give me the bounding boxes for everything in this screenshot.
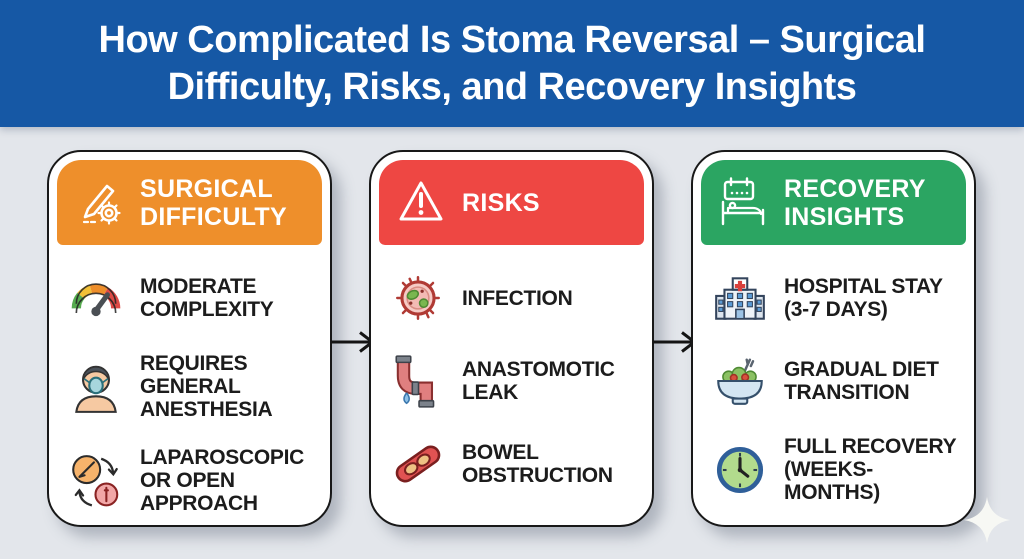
item-label: HOSPITAL STAY (3-7 DAYS)	[784, 275, 943, 321]
bowel-obstruction-icon	[389, 435, 447, 493]
list-item: ANASTOMOTIC LEAK	[389, 352, 638, 410]
card-title: SURGICAL DIFFICULTY	[140, 174, 287, 231]
item-label: FULL RECOVERY (WEEKS-MONTHS)	[784, 435, 956, 504]
list-item: REQUIRES GENERAL ANESTHESIA	[67, 352, 316, 421]
approach-cycle-icon	[67, 452, 125, 510]
salad-icon	[711, 352, 769, 410]
list-item: BOWEL OBSTRUCTION	[389, 435, 638, 493]
card-title: RISKS	[462, 188, 540, 217]
list-item: INFECTION	[389, 269, 638, 327]
item-label: MODERATE COMPLEXITY	[140, 275, 274, 321]
gauge-icon	[67, 269, 125, 327]
hospital-icon	[711, 269, 769, 327]
card-header: RISKS	[379, 160, 644, 245]
card-header: RECOVERY INSIGHTS	[701, 160, 966, 245]
item-label: REQUIRES GENERAL ANESTHESIA	[140, 352, 273, 421]
page-title-line1: How Complicated Is Stoma Reversal – Surg…	[98, 18, 926, 61]
page-title-line2: Difficulty, Risks, and Recovery Insights	[167, 65, 857, 108]
sparkle-icon	[964, 497, 1010, 543]
list-item: GRADUAL DIET TRANSITION	[711, 352, 960, 410]
anesthesia-mask-icon	[67, 358, 125, 416]
item-label: BOWEL OBSTRUCTION	[462, 441, 613, 487]
page-title: How Complicated Is Stoma Reversal – Surg…	[99, 17, 926, 111]
list-item: FULL RECOVERY (WEEKS-MONTHS)	[711, 435, 960, 504]
card-body: INFECTION ANASTOMOTIC LEAK	[379, 245, 644, 503]
list-item: HOSPITAL STAY (3-7 DAYS)	[711, 269, 960, 327]
title-banner: How Complicated Is Stoma Reversal – Surg…	[0, 0, 1024, 127]
item-label: GRADUAL DIET TRANSITION	[784, 358, 939, 404]
clock-icon	[711, 441, 769, 499]
card-risks: RISKS	[369, 150, 654, 527]
pipe-leak-icon	[389, 352, 447, 410]
item-label: LAPAROSCOPIC OR OPEN APPROACH	[140, 446, 305, 515]
list-item: LAPAROSCOPIC OR OPEN APPROACH	[67, 446, 316, 515]
scalpel-gear-icon	[71, 175, 127, 231]
item-label: ANASTOMOTIC LEAK	[462, 358, 615, 404]
list-item: MODERATE COMPLEXITY	[67, 269, 316, 327]
card-recovery-insights: RECOVERY INSIGHTS	[691, 150, 976, 527]
card-surgical-difficulty: SURGICAL DIFFICULTY MODERATE CO	[47, 150, 332, 527]
card-body: HOSPITAL STAY (3-7 DAYS) GRADUAL D	[701, 245, 966, 514]
calendar-bed-icon	[715, 175, 771, 231]
card-body: MODERATE COMPLEXITY REQUIRES GENERAL ANE…	[57, 245, 322, 525]
warning-triangle-icon	[393, 175, 449, 231]
germ-icon	[389, 269, 447, 327]
item-label: INFECTION	[462, 286, 573, 310]
card-title: RECOVERY INSIGHTS	[784, 174, 926, 231]
card-header: SURGICAL DIFFICULTY	[57, 160, 322, 245]
